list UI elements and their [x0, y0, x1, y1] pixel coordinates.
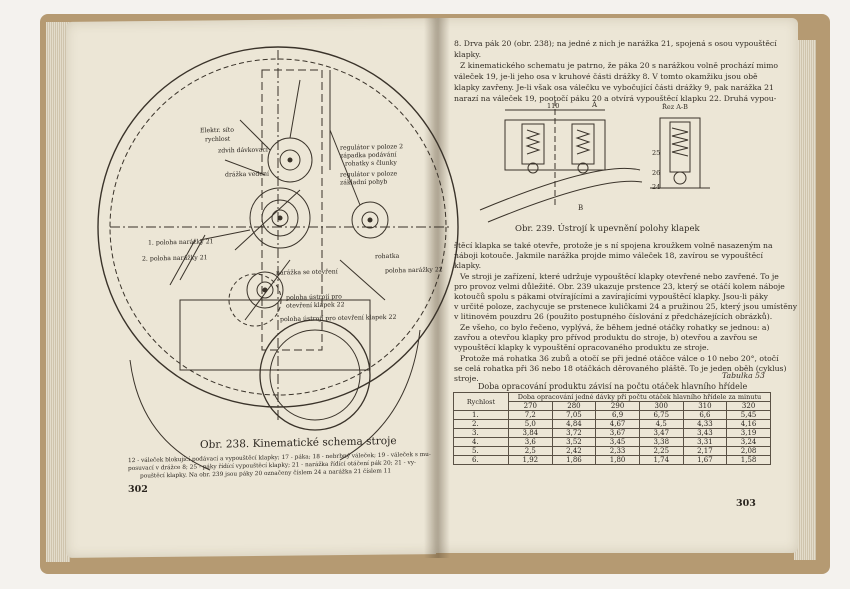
table-cell: 2,25 [638, 446, 684, 456]
paragraph-line: vypouštěcí klapky k vypouštění opracovan… [454, 343, 709, 352]
table-cell: 4. [453, 437, 509, 447]
paragraph-line: pro provoz velmi důležité. Obr. 239 ukaz… [454, 282, 785, 291]
table-cell: 1,80 [595, 455, 640, 465]
text-line: klapky. [454, 50, 482, 59]
table-cell: 4,84 [551, 419, 597, 429]
figure-label-dim: 110 [547, 102, 560, 110]
figure-label-section: Řez A-B [662, 103, 688, 111]
table-row: 1. 7,2 7,05 6,9 6,75 6,6 5,45 [453, 410, 771, 420]
table-col-header: 320 [726, 401, 771, 411]
text-line: 8. Drva pák 20 (obr. 238); na jedné z ni… [454, 39, 777, 48]
table-row: 2. 5,0 4,84 4,67 4,5 4,33 4,16 [453, 419, 771, 429]
table-cell: 3,52 [551, 437, 597, 447]
text-line: klapky zavřeny. Je-li však osa válečku v… [454, 83, 774, 92]
table-cell: 5. [453, 446, 509, 456]
paragraph-line: stroje. [454, 374, 479, 383]
paragraph-line: kotoučů spolu s pákami otvírajícími a za… [454, 292, 768, 301]
figure-label-25: 25 [652, 149, 661, 157]
table-cell: 3,24 [726, 437, 771, 447]
paragraph-line: Protože má rohatka 36 zubů a otočí se př… [460, 354, 779, 363]
table-cell: 3,67 [595, 428, 640, 438]
table-cell: 3,19 [726, 428, 771, 438]
table-cell: 1,67 [682, 455, 728, 465]
table-cell: 2,08 [726, 446, 771, 456]
table-col-header: 310 [682, 401, 728, 411]
table-title: Doba opracování produktu závisí na počtu… [478, 382, 748, 391]
table-row: 5. 2,5 2,42 2,33 2,25 2,17 2,08 [453, 446, 771, 456]
paragraph-line: v litinovém pouzdru 26 (použito postupné… [454, 312, 773, 321]
table-col-header: 270 [508, 401, 553, 411]
text-line: Z kinematického schematu je patrno, že p… [460, 61, 779, 70]
speed-table: Rychlost Doba opracování jedné dávky při… [453, 392, 771, 465]
table-cell: 3,47 [638, 428, 684, 438]
table-cell: 6,75 [638, 410, 684, 420]
table-row: 6. 1,92 1,86 1,80 1,74 1,67 1,58 [453, 455, 771, 465]
paragraph-line: v určité poloze, zachycuje se prstenece … [454, 302, 798, 311]
page-number-right: 303 [736, 498, 756, 509]
table-cell: 3,6 [508, 437, 553, 447]
table-row: 3. 3,84 3,72 3,67 3,47 3,43 3,19 [453, 428, 771, 438]
table-cell: 1,86 [551, 455, 597, 465]
book-gutter [424, 18, 450, 558]
table-cell: 3,84 [508, 428, 553, 438]
table-cell: 4,16 [726, 419, 771, 429]
table-cell: 2,5 [508, 446, 553, 456]
table-row: 4. 3,6 3,52 3,45 3,38 3,31 3,24 [453, 437, 771, 447]
figure-label-a: A [592, 101, 598, 109]
table-cell: 4,33 [682, 419, 728, 429]
table-cell: 6. [453, 455, 509, 465]
table-cell: 3,31 [682, 437, 728, 447]
table-cell: 4,67 [595, 419, 640, 429]
table-cell: 5,0 [508, 419, 553, 429]
table-row-header: Rychlost [453, 392, 509, 411]
paragraph-line: klapky. [454, 261, 482, 270]
paragraph-line: náboji kotouče. Jakmile narážka projde m… [454, 251, 763, 260]
paragraph-line: Ze všeho, co bylo řečeno, vyplývá, že bě… [460, 323, 770, 332]
table-cell: 1. [453, 410, 509, 420]
table-cell: 6,9 [595, 410, 640, 420]
table-cell: 2,33 [595, 446, 640, 456]
paragraph-line: se celá rohatka při 36 nebo 18 otáčkách … [454, 364, 787, 373]
table-cell: 3,45 [595, 437, 640, 447]
table-cell: 3. [453, 428, 509, 438]
page-number-left: 302 [128, 484, 148, 495]
table-cell: 1,58 [726, 455, 771, 465]
table-cell: 2,42 [551, 446, 597, 456]
table-cell: 1,74 [638, 455, 684, 465]
figure-label-26: 26 [652, 169, 661, 177]
figure-caption-239: Obr. 239. Ústrojí k upevnění polohy klap… [515, 224, 700, 234]
table-cell: 5,45 [726, 410, 771, 420]
paragraph-line: štěcí klapka se také otevře, protože je … [454, 241, 773, 250]
paragraph-line: zavřou a otevřou klapky pro přívod produ… [454, 333, 758, 342]
table-cell: 1,92 [508, 455, 553, 465]
table-cell: 3,72 [551, 428, 597, 438]
paragraph-line: Ve stroji je zařízení, které udržuje vyp… [460, 272, 779, 281]
table-cell: 6,6 [682, 410, 728, 420]
right-page-edges [794, 40, 816, 560]
table-col-header: 280 [551, 401, 597, 411]
text-line: váleček 19, je-li jeho osa v kruhové čás… [454, 72, 758, 81]
table-col-header: 300 [638, 401, 684, 411]
table-cell: 7,05 [551, 410, 597, 420]
table-span-header: Doba opracování jedné dávky při počtu ot… [508, 392, 771, 402]
table-col-header: 290 [595, 401, 640, 411]
figure-label-24: 24 [652, 183, 661, 191]
table-cell: 4,5 [638, 419, 684, 429]
table-cell: 2,17 [682, 446, 728, 456]
text-line: narazí na váleček 19, pootočí páku 20 a … [454, 94, 777, 103]
table-cell: 2. [453, 419, 509, 429]
table-cell: 7,2 [508, 410, 553, 420]
table-label: Tabulka 53 [722, 371, 765, 380]
table-cell: 3,43 [682, 428, 728, 438]
table-cell: 3,38 [638, 437, 684, 447]
figure-label-b: B [578, 204, 584, 212]
